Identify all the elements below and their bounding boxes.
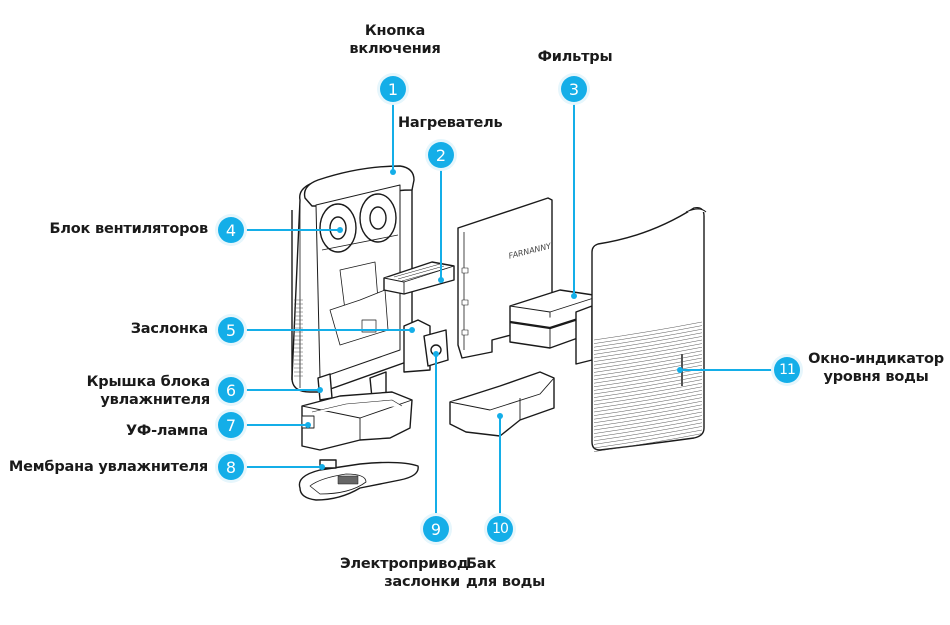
badge-5: 5 (218, 317, 244, 343)
cover-rib-line (593, 332, 703, 352)
cover-rib-line (593, 411, 703, 431)
cover-rib-line (593, 433, 703, 452)
cover-rib-line (593, 408, 703, 427)
badge-10: 10 (487, 516, 513, 542)
cover-rib-line (593, 393, 703, 413)
badge-7: 7 (218, 412, 244, 438)
cover-rib-line (593, 422, 703, 442)
cover-rib-line (593, 357, 703, 377)
water-tank-part (449, 371, 555, 437)
cover-rib-line (593, 429, 703, 449)
cover-rib-line (593, 346, 703, 366)
cover-rib-line (593, 382, 703, 402)
label-uv-lamp: УФ-лампа (125, 423, 208, 439)
leader-dots (305, 169, 683, 470)
badge-2: 2 (428, 142, 454, 168)
label-membrane: Мембрана увлажнителя (8, 459, 208, 475)
label-damper-actuator: Электропривод заслонки (340, 556, 469, 590)
badge-11: 11 (774, 357, 800, 383)
badge-8: 8 (218, 454, 244, 480)
label-heater: Нагреватель (398, 115, 503, 131)
cover-rib-line (593, 379, 703, 398)
cover-rib-line (593, 415, 703, 434)
cover-rib-line (593, 339, 703, 359)
badge-3: 3 (561, 76, 587, 102)
label-damper: Заслонка (130, 321, 209, 337)
cover-rib-line (593, 354, 703, 373)
cover-rib-line (593, 350, 703, 370)
filters-part (509, 289, 601, 365)
cover-rib-line (593, 404, 703, 424)
cover-rib-line (593, 321, 703, 341)
cover-rib-line (593, 426, 703, 445)
cover-rib-line (593, 418, 703, 438)
cover-rib-line (593, 390, 703, 409)
cover-rib-line (593, 343, 703, 362)
cover-rib-line (593, 372, 703, 391)
cover-rib-line (593, 325, 703, 344)
label-filters: Фильтры (537, 49, 613, 65)
badge-6: 6 (218, 377, 244, 403)
badge-1: 1 (380, 76, 406, 102)
cover-rib-line (593, 400, 703, 420)
heater-part (383, 261, 455, 295)
label-power-button: Кнопка включения (349, 23, 441, 57)
cover-rib-line (593, 375, 703, 395)
humidifier-block (301, 371, 413, 451)
badge-4: 4 (218, 217, 244, 243)
cover-rib-line (593, 328, 703, 348)
cover-rib-line (593, 397, 703, 416)
label-humidifier-lid: Крышка блока увлажнителя (86, 374, 211, 408)
label-water-tank: Бак для воды (466, 556, 546, 590)
cover-rib-line (593, 361, 703, 380)
front-cover-part (591, 206, 707, 452)
cover-rib-line (593, 336, 703, 355)
label-water-level-window: Окно-индикатор уровня воды (808, 351, 944, 385)
badge-9: 9 (423, 516, 449, 542)
membrane-part (298, 459, 419, 501)
damper-part (403, 319, 449, 373)
cover-rib-line (593, 364, 703, 384)
label-fan-block: Блок вентиляторов (49, 221, 208, 237)
cover-rib-line (593, 386, 703, 406)
leader-lines (246, 102, 774, 516)
